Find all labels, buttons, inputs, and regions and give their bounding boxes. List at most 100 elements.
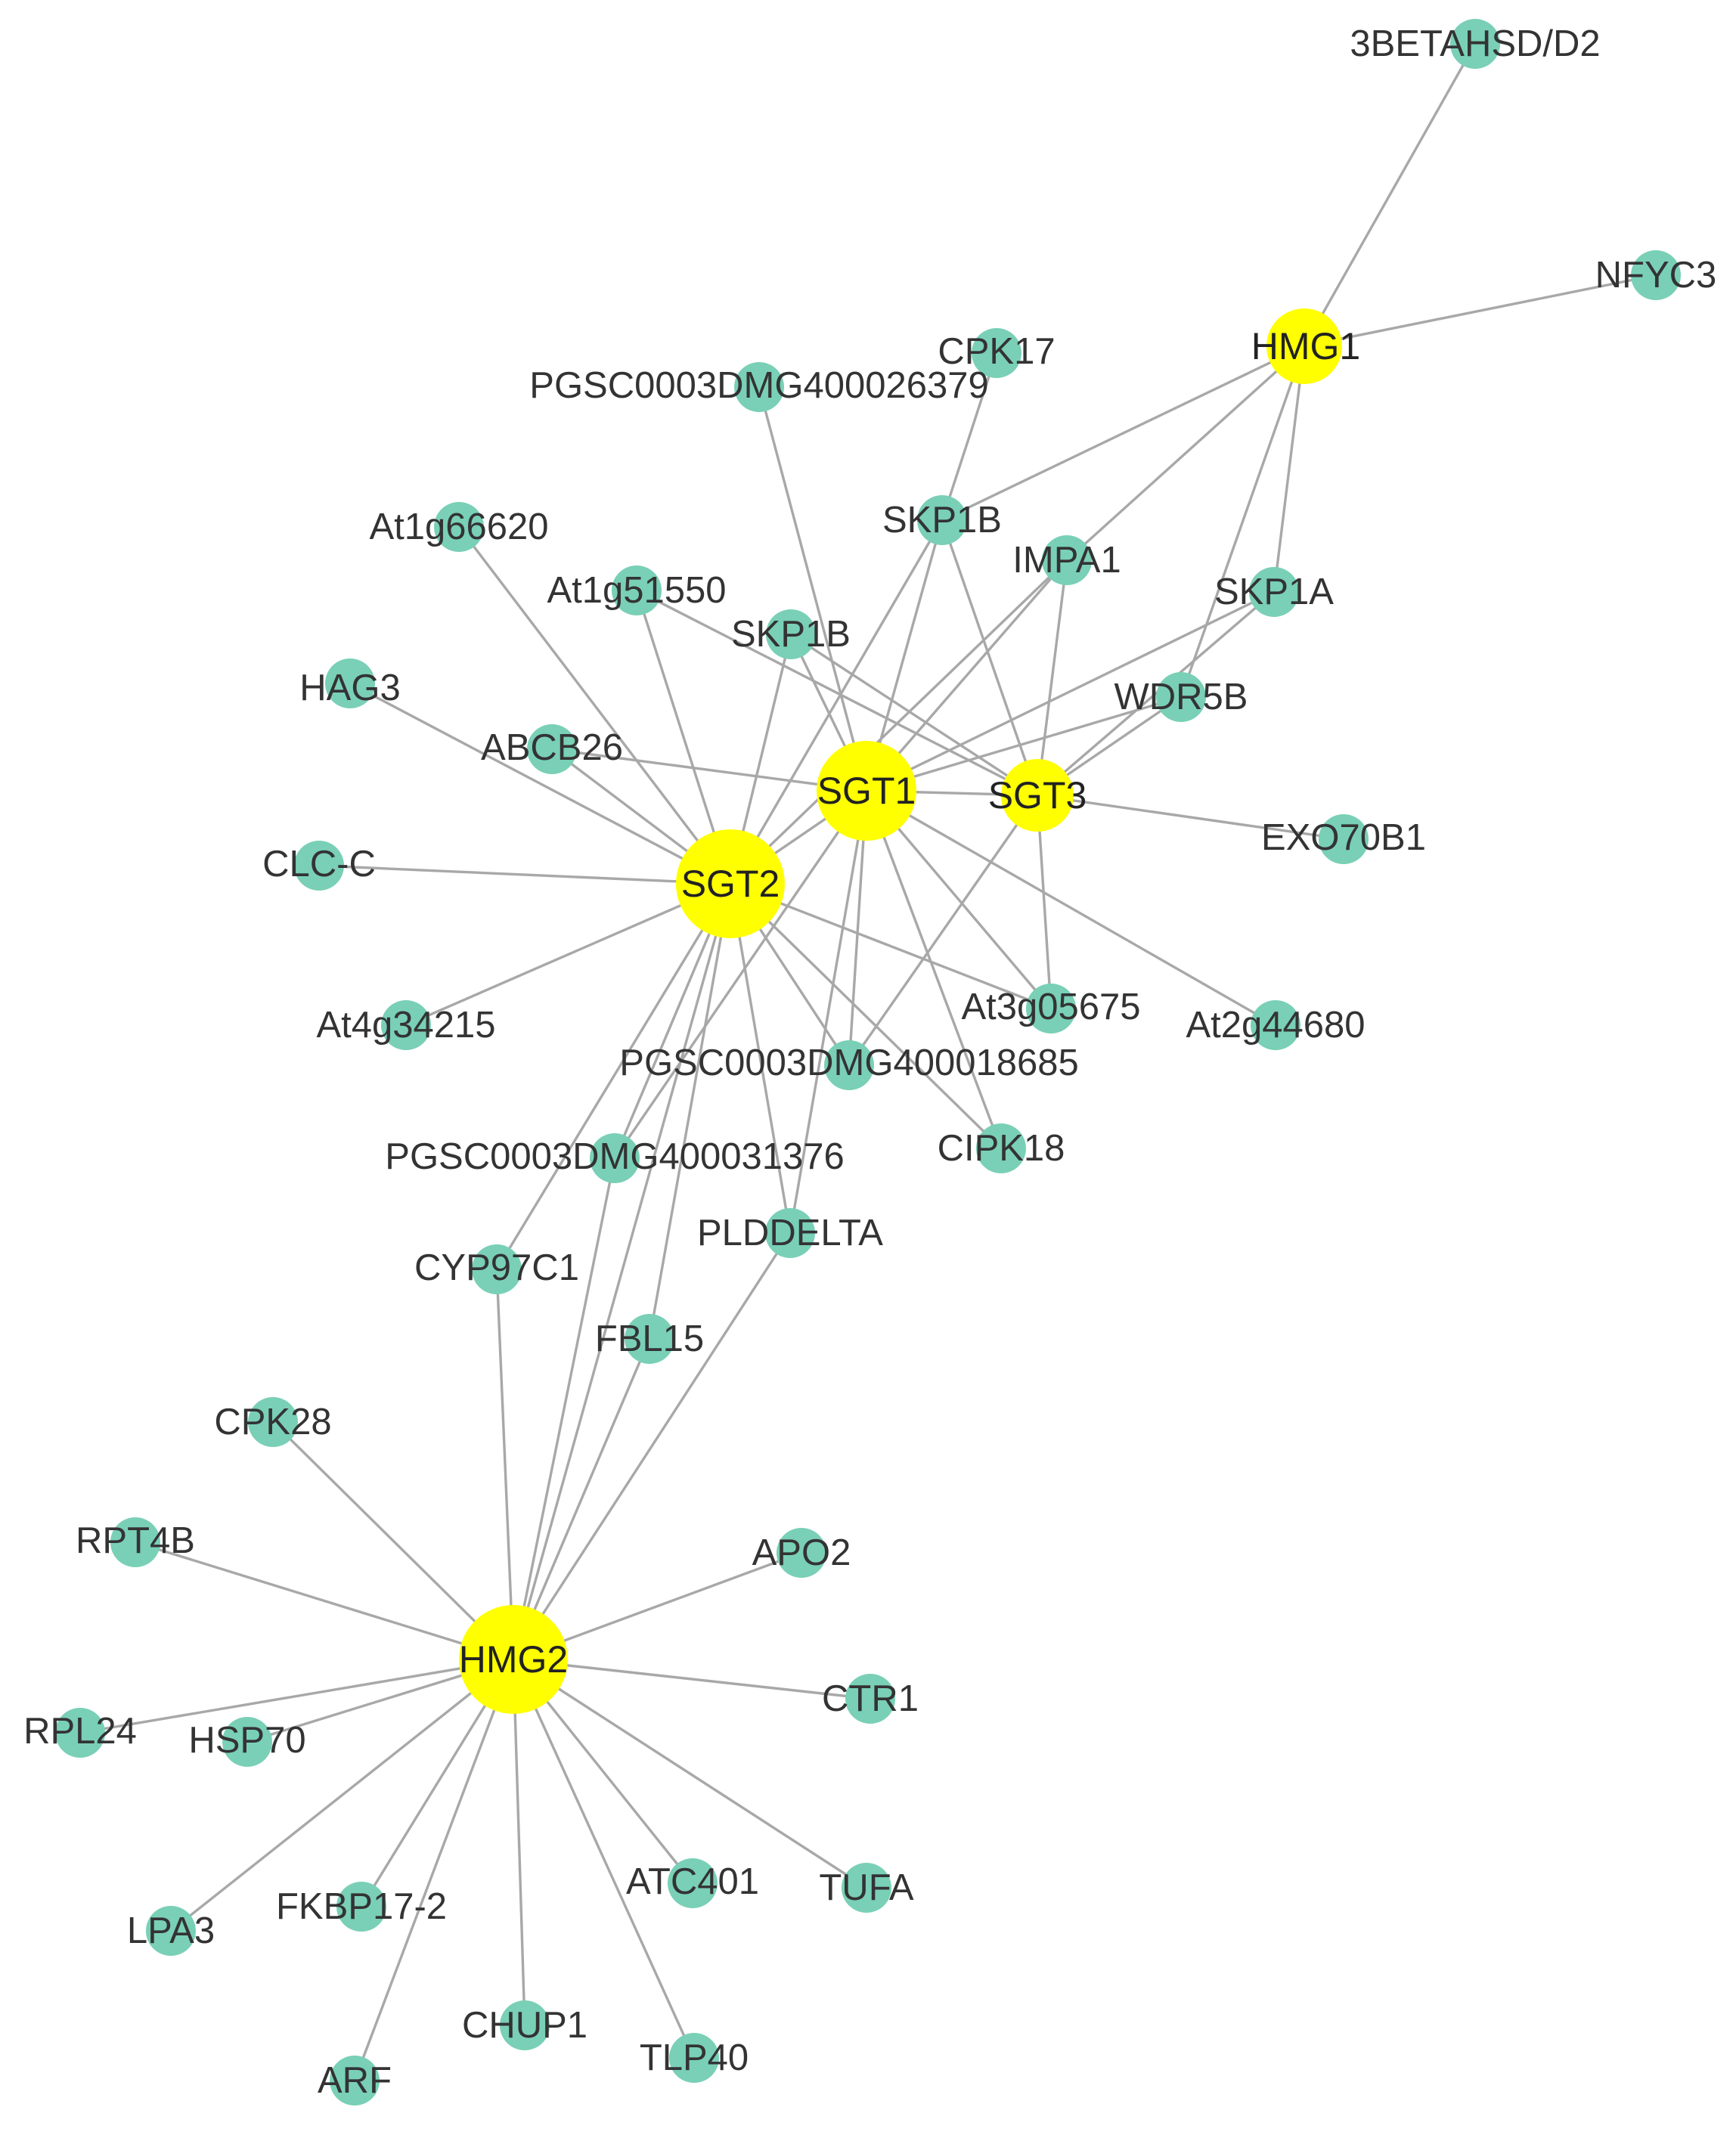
edge-sgt1-cipk18 [865,790,1003,1149]
edge-pgsc26379-sgt1 [758,386,868,792]
edge-wdr5b-sgt1 [866,696,1182,792]
edge-skp1a-sgt1 [866,590,1275,792]
gene-node-rpt4b[interactable] [110,1517,160,1567]
node-label-at3g05675: At3g05675 [961,987,1140,1027]
edge-skp1b-a-sgt2 [729,519,944,885]
node-label-tlp40: TLP40 [640,2037,749,2078]
node-label-apo2: APO2 [752,1532,851,1573]
gene-node-exo70b1[interactable] [1319,814,1369,864]
node-label-impa1: IMPA1 [1012,540,1121,581]
edge-sgt2-fbl15 [648,883,732,1340]
node-label-sgt1: SGT1 [817,770,916,812]
gene-node-apo2[interactable] [777,1528,826,1578]
gene-node-chup1[interactable] [500,2000,550,2050]
gene-node-impa1[interactable] [1042,535,1092,585]
nodes-layer [55,19,1681,2105]
edge-impa1-sgt1 [865,559,1068,792]
node-label-wdr5b: WDR5B [1114,677,1248,717]
gene-node-skp1b-b[interactable] [766,609,816,659]
edge-at4g34215-sgt2 [405,882,731,1027]
node-label-exo70b1: EXO70B1 [1261,817,1426,858]
gene-node-3betahsd[interactable] [1450,19,1500,69]
hub-node-hmg2[interactable] [459,1605,568,1714]
node-label-at2g44680: At2g44680 [1186,1005,1365,1046]
gene-node-at3g05675[interactable] [1026,984,1076,1033]
edge-at1g66620-sgt2 [457,525,732,885]
gene-node-cpk17[interactable] [972,328,1021,378]
edge-hmg1-wdr5b [1180,345,1306,698]
node-label-ctr1: CTR1 [822,1678,919,1719]
gene-node-clc-c[interactable] [294,841,344,891]
node-label-hmg2: HMG2 [459,1638,568,1681]
gene-node-hsp70[interactable] [222,1717,272,1767]
node-label-at1g51550: At1g51550 [547,570,726,611]
node-label-lpa3: LPA3 [127,1910,215,1951]
gene-node-ctr1[interactable] [845,1674,895,1724]
gene-node-fkbp17-2[interactable] [336,1882,386,1932]
gene-node-pgsc18685[interactable] [824,1040,874,1090]
gene-node-rpl24[interactable] [55,1708,105,1758]
gene-node-plddelta[interactable] [765,1208,815,1258]
gene-node-cipk18[interactable] [976,1123,1026,1173]
edge-clc-c-sgt2 [318,864,731,885]
edge-skp1a-sgt3 [1036,590,1276,797]
gene-node-at2g44680[interactable] [1251,1000,1300,1050]
gene-node-cyp97c1[interactable] [472,1244,522,1294]
node-label-hsp70: HSP70 [188,1720,305,1761]
edge-hmg2-rpt4b [135,1541,514,1661]
gene-node-skp1b-a[interactable] [917,495,967,545]
node-label-cipk18: CIPK18 [938,1128,1065,1169]
hub-node-sgt2[interactable] [676,829,785,938]
edge-hmg2-lpa3 [169,1658,515,1932]
gene-node-at1g51550[interactable] [612,565,662,615]
node-label-rpt4b: RPT4B [76,1520,195,1561]
edge-at1g51550-sgt3 [636,589,1038,797]
edge-sgt3-exo70b1 [1037,794,1344,841]
gene-node-fbl15[interactable] [625,1314,674,1364]
edge-hmg2-cyp97c1 [495,1269,515,1660]
node-label-chup1: CHUP1 [462,2005,587,2046]
edge-sgt2-plddelta [729,883,792,1234]
gene-node-at1g66620[interactable] [434,502,484,552]
node-label-atc401: ATC401 [626,1861,759,1902]
gene-node-nfyc3[interactable] [1631,250,1681,300]
node-label-hmg1: HMG1 [1251,325,1360,367]
node-label-skp1b-a: SKP1B [882,500,1002,541]
node-label-abcb26: ABCB26 [481,727,623,768]
node-label-cpk17: CPK17 [938,331,1055,372]
gene-node-pgsc31376[interactable] [590,1133,640,1183]
edge-hmg2-rpl24 [79,1658,514,1734]
node-label-hag3: HAG3 [299,668,400,708]
edge-hmg2-arf [353,1659,515,2081]
edge-sgt2-at3g05675 [730,882,1052,1010]
gene-node-abcb26[interactable] [527,724,577,774]
hub-node-hmg1[interactable] [1266,308,1342,384]
edge-sgt3-pgsc18685 [848,795,1039,1066]
gene-node-at4g34215[interactable] [381,1000,431,1050]
gene-node-hag3[interactable] [325,658,375,708]
edge-impa1-sgt2 [729,559,1068,885]
edge-sgt1-plddelta [789,790,868,1234]
edge-sgt2-cipk18 [729,882,1003,1150]
gene-node-tlp40[interactable] [669,2033,719,2083]
edge-sgt1-at2g44680 [866,789,1276,1027]
gene-node-wdr5b[interactable] [1156,672,1206,722]
node-label-cpk28: CPK28 [214,1402,331,1442]
node-label-skp1b-b: SKP1B [731,614,851,655]
edge-hmg2-ctr1 [513,1658,871,1700]
node-label-nfyc3: NFYC3 [1595,255,1717,296]
hub-node-sgt3[interactable] [1001,759,1074,832]
gene-node-atc401[interactable] [668,1858,718,1908]
gene-node-arf[interactable] [330,2056,380,2105]
gene-node-pgsc26379[interactable] [734,362,784,412]
node-label-pgsc31376: PGSC0003DMG400031376 [385,1136,844,1177]
gene-node-tufa[interactable] [842,1863,891,1913]
node-label-sgt3: SGT3 [988,774,1087,816]
hub-node-sgt1[interactable] [817,741,916,841]
edge-skp1b-a-sgt3 [941,519,1039,796]
edge-skp1b-b-sgt3 [790,633,1038,797]
gene-node-lpa3[interactable] [146,1906,196,1956]
gene-node-skp1a[interactable] [1249,567,1299,617]
gene-node-cpk28[interactable] [248,1397,298,1447]
